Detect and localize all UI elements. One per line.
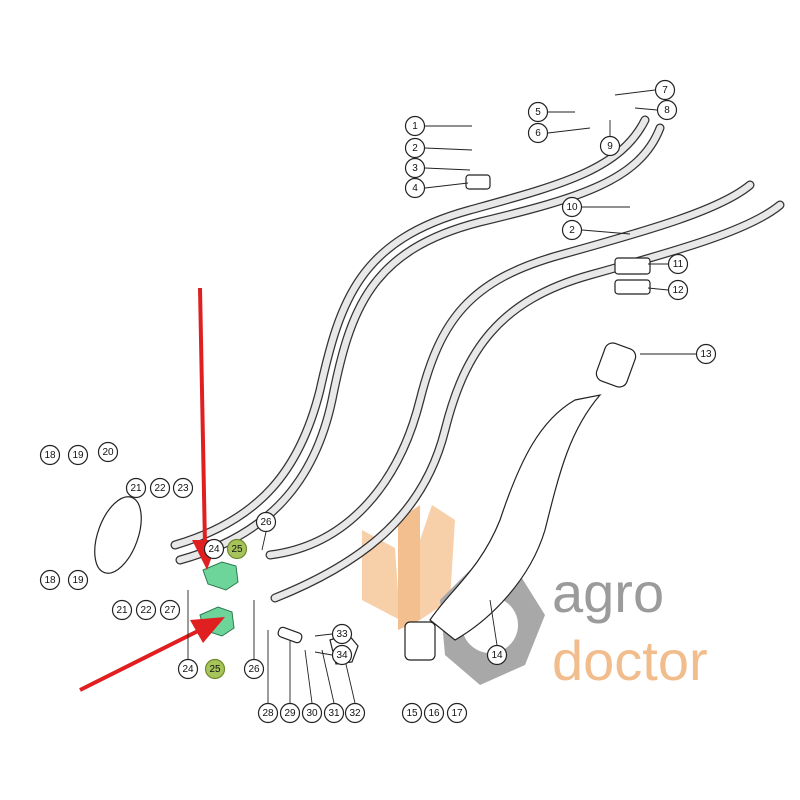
callout-14: 14 xyxy=(486,644,508,666)
callout-2: 2 xyxy=(561,219,583,241)
callout-23: 23 xyxy=(172,477,194,499)
callout-15: 15 xyxy=(401,702,423,724)
callout-number: 20 xyxy=(102,447,114,458)
callout-number: 19 xyxy=(72,450,84,461)
callout-number: 26 xyxy=(260,517,272,528)
callout-number: 32 xyxy=(349,708,361,719)
callout-number: 28 xyxy=(262,708,274,719)
callout-number: 24 xyxy=(182,664,194,675)
callout-number: 7 xyxy=(662,85,668,96)
flange-plate xyxy=(94,496,142,574)
callout-10: 10 xyxy=(561,196,583,218)
callout-12: 12 xyxy=(667,279,689,301)
callout-28: 28 xyxy=(257,702,279,724)
callout-21: 21 xyxy=(125,477,147,499)
callout-number: 2 xyxy=(569,225,575,236)
callout-21: 21 xyxy=(111,599,133,621)
callout-18: 18 xyxy=(39,569,61,591)
callout-number: 18 xyxy=(44,450,56,461)
callout-number: 30 xyxy=(306,708,318,719)
arrow-down xyxy=(198,287,207,546)
callout-5: 5 xyxy=(527,101,549,123)
callout-22: 22 xyxy=(135,599,157,621)
callout-number: 8 xyxy=(664,105,670,116)
filter-part xyxy=(595,342,637,388)
callout-number: 13 xyxy=(700,349,712,360)
callout-4: 4 xyxy=(404,177,426,199)
callout-number: 14 xyxy=(491,650,503,661)
callout-number: 34 xyxy=(336,650,348,661)
callout-number: 19 xyxy=(72,575,84,586)
callout-2: 2 xyxy=(404,137,426,159)
callout-number: 29 xyxy=(284,708,296,719)
callout-25: 25 xyxy=(226,538,248,560)
callout-25: 25 xyxy=(204,658,226,680)
callout-number: 11 xyxy=(673,259,684,270)
callout-13: 13 xyxy=(695,343,717,365)
callout-number: 22 xyxy=(154,483,166,494)
callout-number: 3 xyxy=(412,163,418,174)
callout-number: 12 xyxy=(672,285,684,296)
callout-number: 10 xyxy=(566,202,578,213)
rubber-boot-part xyxy=(429,394,602,641)
callout-number: 31 xyxy=(328,708,340,719)
callout-number: 24 xyxy=(208,544,220,555)
callout-number: 33 xyxy=(336,629,348,640)
callout-number: 22 xyxy=(140,605,152,616)
callout-16: 16 xyxy=(423,702,445,724)
callout-34: 34 xyxy=(331,644,353,666)
arrow-up-right xyxy=(79,628,201,692)
callout-31: 31 xyxy=(323,702,345,724)
callout-number: 17 xyxy=(451,708,463,719)
callout-number: 26 xyxy=(248,664,260,675)
callout-number: 4 xyxy=(412,183,418,194)
callout-number: 25 xyxy=(209,664,221,675)
callout-number: 21 xyxy=(130,483,142,494)
callout-number: 9 xyxy=(607,141,613,152)
callout-number: 2 xyxy=(412,143,418,154)
callout-19: 19 xyxy=(67,569,89,591)
callout-26: 26 xyxy=(243,658,265,680)
leader-lines xyxy=(187,89,696,704)
callout-17: 17 xyxy=(446,702,468,724)
hoses xyxy=(94,115,785,665)
callout-number: 16 xyxy=(428,708,440,719)
callout-27: 27 xyxy=(159,599,181,621)
callout-22: 22 xyxy=(149,477,171,499)
callout-number: 18 xyxy=(44,575,56,586)
callout-19: 19 xyxy=(67,444,89,466)
callout-32: 32 xyxy=(344,702,366,724)
callout-9: 9 xyxy=(599,135,621,157)
callout-29: 29 xyxy=(279,702,301,724)
callout-1: 1 xyxy=(404,115,426,137)
callout-number: 1 xyxy=(412,121,418,132)
callout-number: 15 xyxy=(406,708,418,719)
callout-number: 27 xyxy=(164,605,176,616)
bracket-part xyxy=(404,621,436,661)
callout-number: 23 xyxy=(177,483,189,494)
callout-8: 8 xyxy=(656,99,678,121)
callout-6: 6 xyxy=(527,122,549,144)
callout-18: 18 xyxy=(39,444,61,466)
callout-24: 24 xyxy=(203,538,225,560)
callout-7: 7 xyxy=(654,79,676,101)
callout-26: 26 xyxy=(255,511,277,533)
callout-24: 24 xyxy=(177,658,199,680)
callout-3: 3 xyxy=(404,157,426,179)
callout-number: 21 xyxy=(116,605,128,616)
callout-11: 11 xyxy=(667,253,689,275)
callout-20: 20 xyxy=(97,441,119,463)
callout-number: 5 xyxy=(535,107,541,118)
callout-30: 30 xyxy=(301,702,323,724)
watermark-text-agro: agro xyxy=(552,561,664,624)
callout-number: 25 xyxy=(231,544,243,555)
callout-33: 33 xyxy=(331,623,353,645)
callout-number: 6 xyxy=(535,128,541,139)
watermark-text-doctor: doctor xyxy=(552,629,708,692)
